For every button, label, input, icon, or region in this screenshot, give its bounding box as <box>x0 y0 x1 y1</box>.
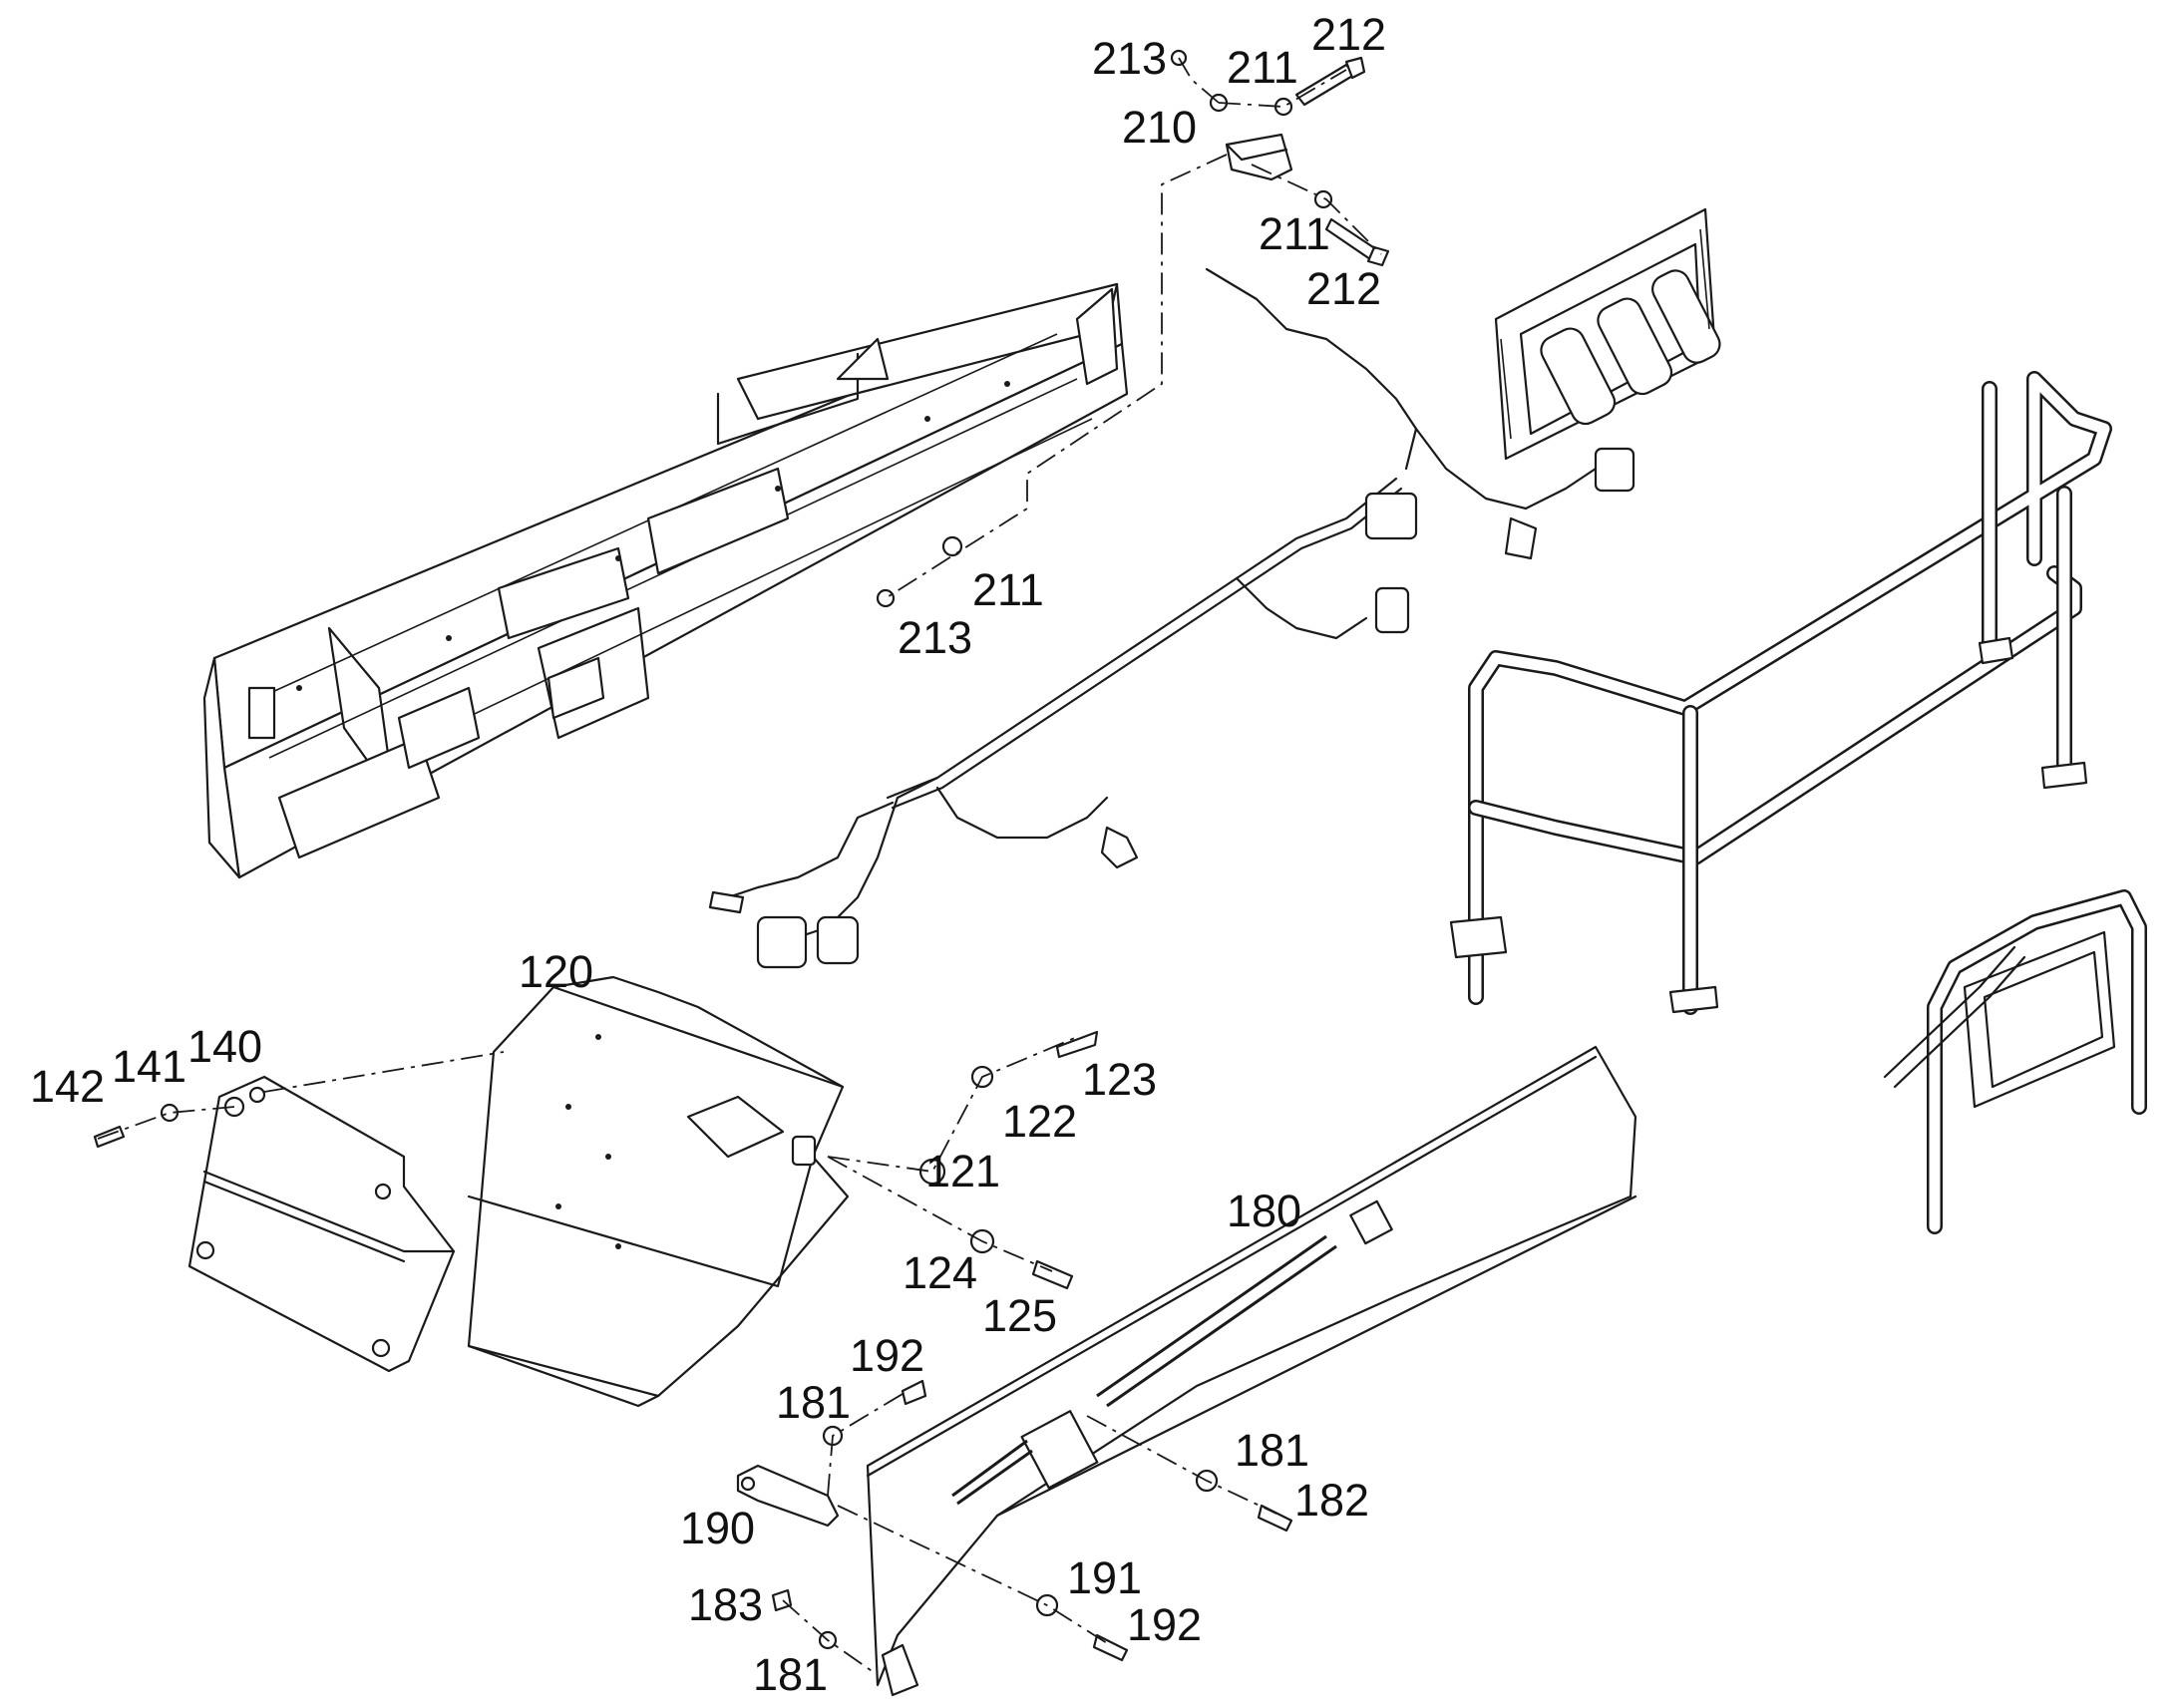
label-191: 191 <box>1067 1552 1142 1603</box>
chassis-frame <box>202 282 1129 879</box>
wire-harness <box>708 267 1635 969</box>
label-181-top: 181 <box>776 1377 851 1428</box>
label-213-top: 213 <box>1092 33 1167 84</box>
label-123: 123 <box>1082 1054 1157 1105</box>
label-180: 180 <box>1227 1186 1301 1236</box>
label-121: 121 <box>925 1146 1000 1196</box>
label-210: 210 <box>1122 102 1197 153</box>
label-120: 120 <box>519 946 593 997</box>
label-212-mid: 212 <box>1306 263 1381 314</box>
side-gate-frame <box>1883 889 2147 1234</box>
label-212-top: 212 <box>1311 9 1386 60</box>
guard-railing <box>1449 371 2112 1015</box>
label-183: 183 <box>688 1579 763 1630</box>
part-labels: 213 211 212 210 211 212 211 213 120 140 … <box>30 9 1386 1700</box>
label-181-bottom: 181 <box>753 1649 828 1700</box>
label-122: 122 <box>1002 1096 1077 1147</box>
label-182: 182 <box>1294 1475 1369 1526</box>
label-140: 140 <box>187 1021 262 1072</box>
label-211-top: 211 <box>1227 42 1298 93</box>
panel-140 <box>187 1075 456 1373</box>
label-213-low: 213 <box>898 612 972 663</box>
label-211-mid: 211 <box>1259 208 1330 259</box>
label-211-low: 211 <box>972 564 1044 615</box>
label-124: 124 <box>903 1247 977 1298</box>
label-125: 125 <box>982 1290 1057 1341</box>
cover-120 <box>467 975 850 1408</box>
label-192-bottom: 192 <box>1127 1599 1202 1650</box>
hatch-panel <box>1494 207 1721 461</box>
label-142: 142 <box>30 1061 105 1112</box>
label-141: 141 <box>112 1041 186 1092</box>
label-181-right: 181 <box>1235 1425 1309 1476</box>
leader-lines <box>97 1036 1277 1676</box>
bracket-190 <box>736 1464 840 1528</box>
label-190: 190 <box>680 1503 755 1553</box>
vent-slots <box>951 1234 1337 1506</box>
side-panel-180 <box>866 1045 1637 1697</box>
label-192-top: 192 <box>850 1330 924 1381</box>
bracket-210-assembly <box>876 49 1390 608</box>
